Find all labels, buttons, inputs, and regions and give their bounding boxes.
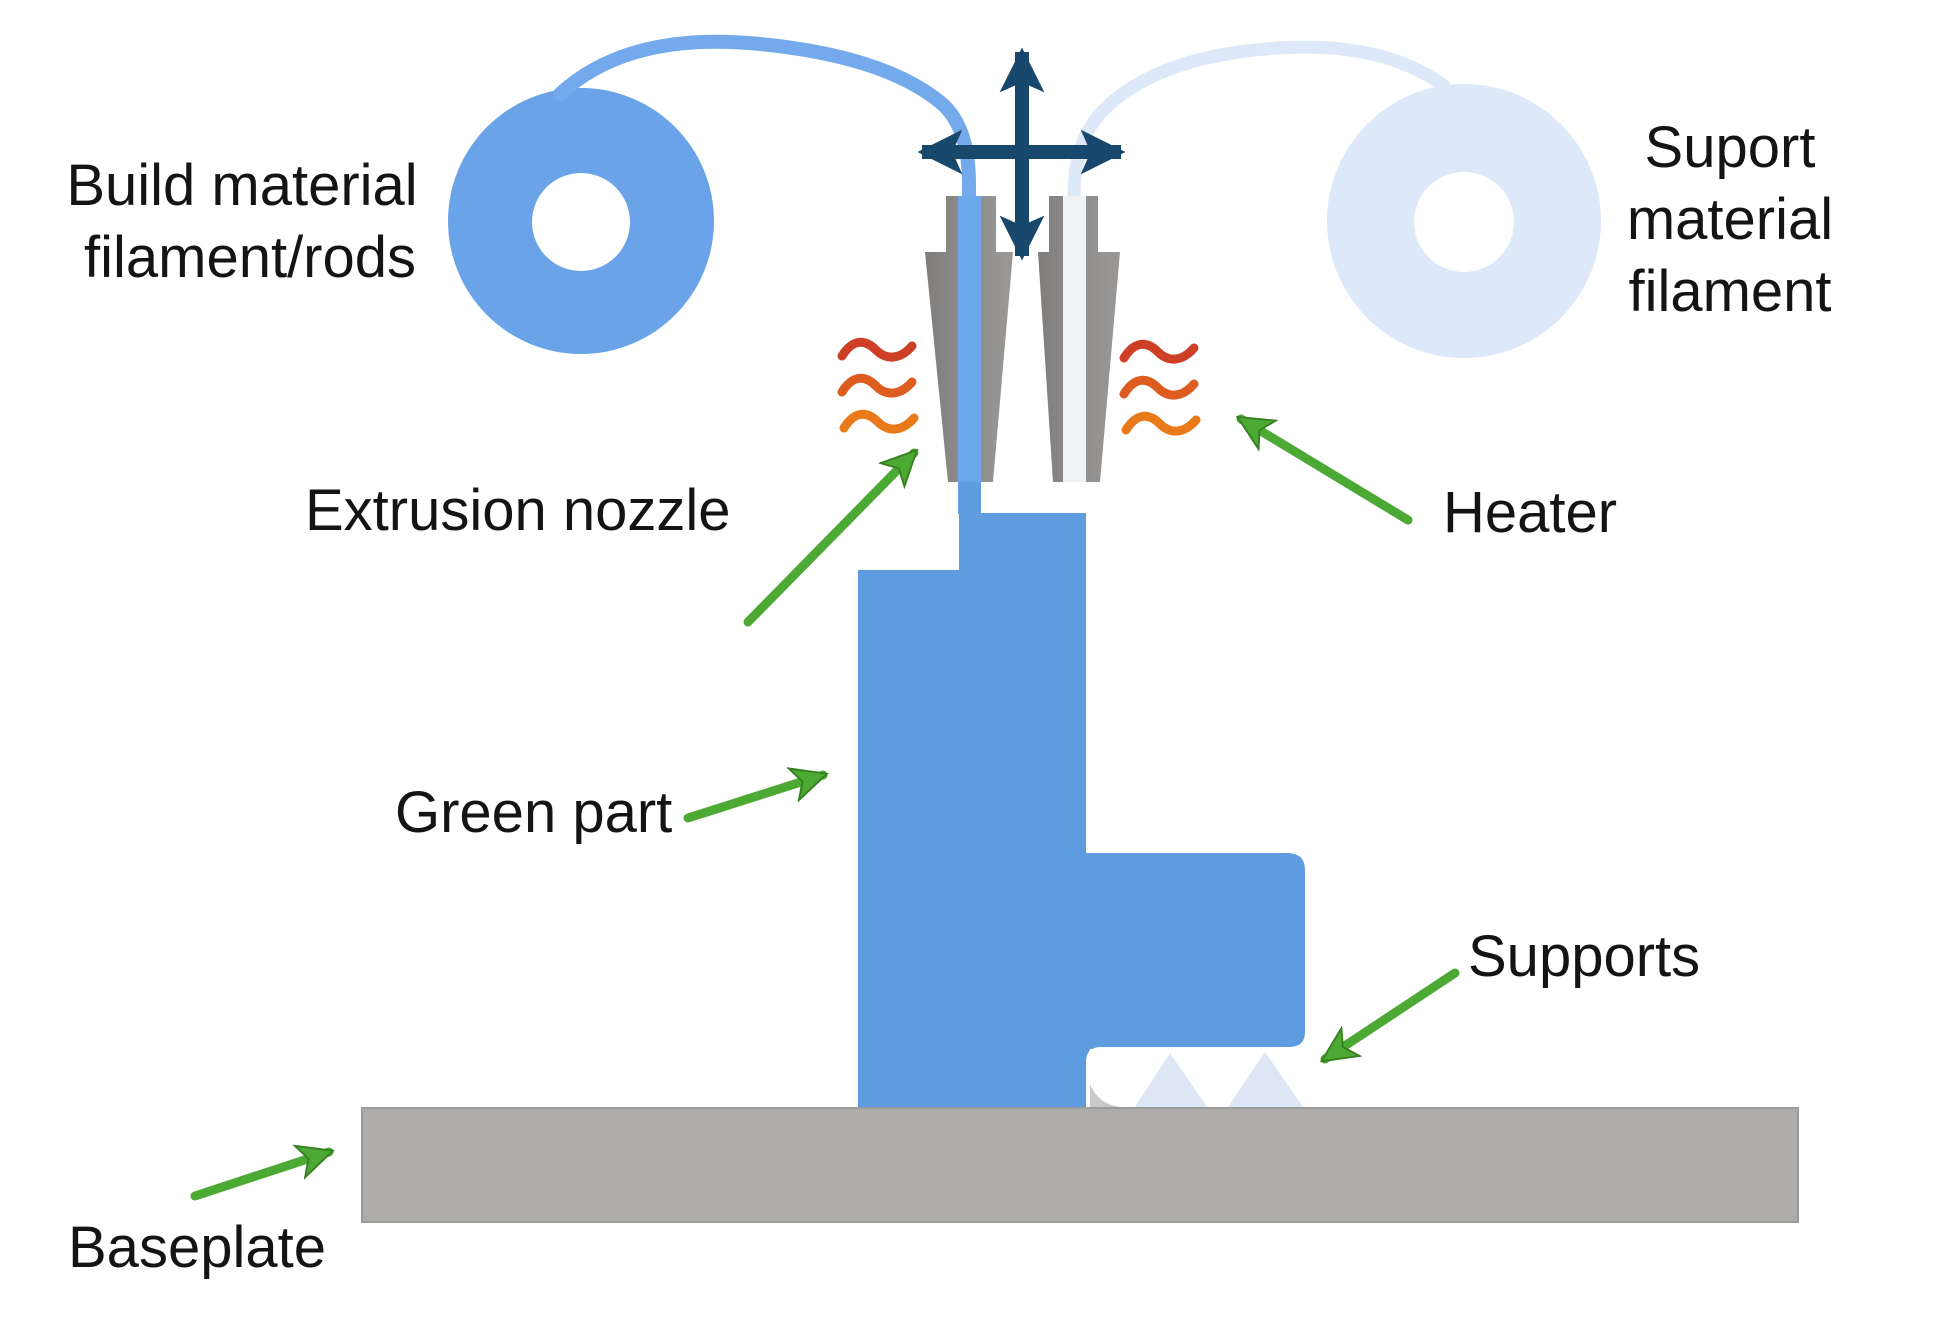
baseplate-label: Baseplate — [68, 1215, 326, 1280]
build-material-spool — [448, 88, 714, 354]
green-part-pointer-arrow — [683, 775, 823, 823]
support-material-label-line-2: material — [1627, 187, 1833, 252]
support-filament-stripe — [1063, 196, 1086, 482]
heater-label: Heater — [1443, 480, 1617, 545]
green-part-shape — [858, 482, 1305, 1115]
build-filament-stripe — [958, 196, 981, 514]
support-left-wedge — [1090, 1084, 1120, 1107]
heater-waves-left — [837, 337, 919, 434]
support-triangle — [1135, 1053, 1207, 1107]
supports-pointer-arrow — [1325, 968, 1460, 1064]
supports-label: Supports — [1468, 924, 1700, 989]
heat-wave — [1119, 375, 1199, 400]
heater-pointer-arrow — [1241, 414, 1413, 525]
heat-wave — [837, 337, 917, 362]
heater-waves-right — [1119, 339, 1201, 436]
baseplate-shape — [361, 1107, 1799, 1223]
build-material-label-line-2: filament/rods — [84, 225, 416, 290]
support-triangle — [1228, 1052, 1303, 1107]
baseplate-pointer-arrow — [190, 1152, 329, 1201]
supports-structure — [1086, 1049, 1320, 1107]
pointer-arrows — [190, 414, 1460, 1201]
motion-cross-arrows — [917, 47, 1126, 261]
heat-wave — [1119, 339, 1199, 364]
heat-wave — [1121, 411, 1201, 436]
extrusion-nozzle-pointer-arrow — [743, 453, 919, 627]
heat-wave — [839, 409, 919, 434]
support-material-label-line-3: filament — [1628, 259, 1831, 324]
support-material-spool — [1327, 84, 1601, 358]
heat-wave — [837, 373, 917, 398]
extrusion-nozzle-label: Extrusion nozzle — [305, 478, 731, 543]
support-material-label-line-1: Suport — [1645, 115, 1816, 180]
build-material-label-line-1: Build material — [66, 153, 417, 218]
green-part-label: Green part — [395, 780, 672, 845]
